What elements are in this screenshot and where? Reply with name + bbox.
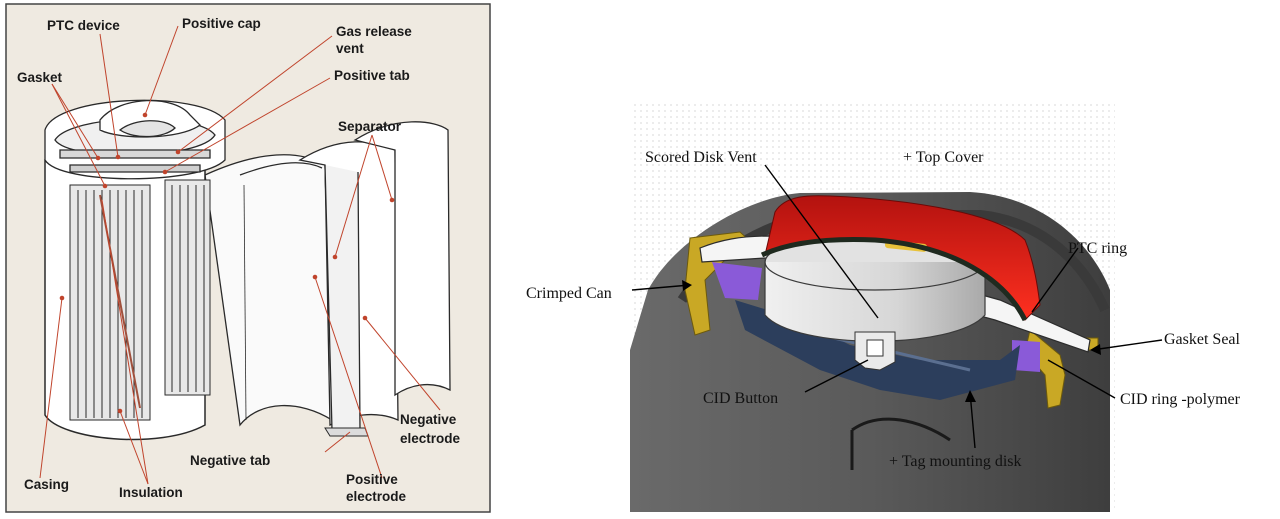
- label-negative-electrode-line2: electrode: [400, 431, 461, 446]
- cap-cross-section-svg: Scored Disk Vent + Top Cover PTC ring Cr…: [526, 100, 1241, 512]
- label-positive-electrode-line1: Positive: [346, 472, 398, 487]
- electrode-winding-right: [164, 179, 211, 396]
- label-casing: Casing: [24, 477, 69, 492]
- label-cid-button: CID Button: [703, 390, 778, 407]
- leader-lines: [39, 25, 441, 485]
- label-positive-cap: Positive cap: [182, 16, 261, 31]
- cell-cap-cross-section-diagram: Scored Disk Vent + Top Cover PTC ring Cr…: [500, 0, 1280, 519]
- electrode-winding-left: [69, 184, 151, 421]
- label-top-cover: + Top Cover: [903, 149, 984, 166]
- label-negative-electrode-line1: Negative: [400, 412, 457, 427]
- label-gas-release-vent-line1: Gas release: [336, 24, 412, 39]
- label-positive-tab: Positive tab: [334, 68, 410, 83]
- tag-mounting-tab: [850, 417, 951, 470]
- label-gas-release-vent-line2: vent: [336, 41, 364, 56]
- cid-ring-shape: [712, 262, 1040, 372]
- label-separator: Separator: [338, 119, 402, 134]
- top-cap-assembly: [44, 99, 226, 180]
- label-ptc-device: PTC device: [47, 18, 120, 33]
- leader-arrowheads: [682, 280, 1101, 402]
- label-gasket: Gasket: [17, 70, 63, 85]
- unrolled-electrode-sheets: [204, 121, 451, 431]
- battery-cutaway-diagram: PTC device Positive cap Gas release vent…: [0, 0, 500, 519]
- label-positive-electrode-line2: electrode: [346, 489, 407, 504]
- label-scored-disk-vent: Scored Disk Vent: [645, 149, 757, 166]
- label-ptc-ring: PTC ring: [1068, 240, 1127, 257]
- ptc-ring-band: [760, 237, 1028, 322]
- label-crimped-can: Crimped Can: [526, 285, 612, 302]
- label-gasket-seal: Gasket Seal: [1164, 331, 1241, 348]
- label-negative-tab: Negative tab: [190, 453, 270, 468]
- battery-cutaway-svg: PTC device Positive cap Gas release vent…: [5, 3, 491, 513]
- cid-button-shape: [854, 331, 896, 371]
- label-insulation: Insulation: [119, 485, 183, 500]
- label-tag-mounting-disk: + Tag mounting disk: [889, 453, 1022, 470]
- label-cid-ring-polymer: CID ring -polymer: [1120, 391, 1241, 408]
